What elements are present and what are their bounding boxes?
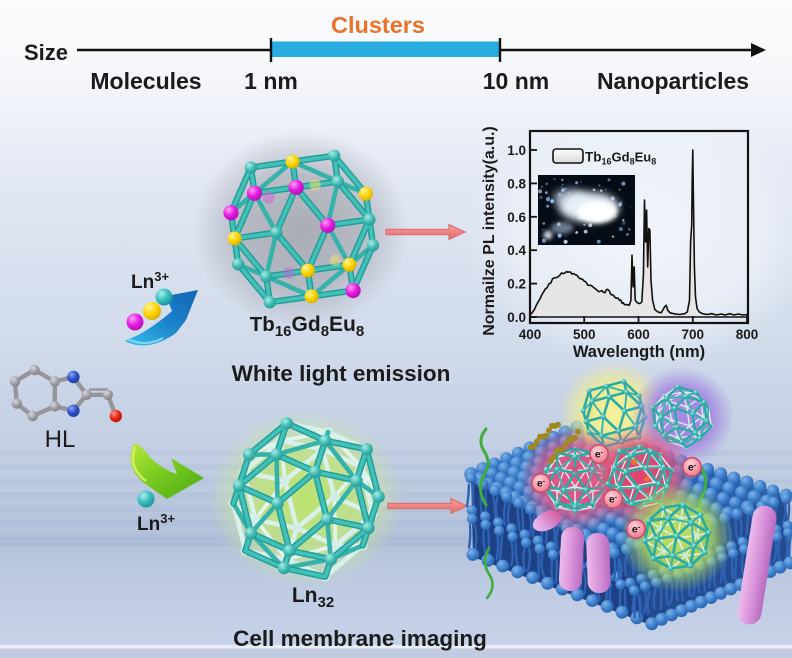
svg-text:e-: e- bbox=[609, 494, 618, 506]
svg-text:Ln32: Ln32 bbox=[292, 584, 334, 611]
svg-text:1.0: 1.0 bbox=[507, 143, 526, 158]
svg-text:0.4: 0.4 bbox=[507, 243, 526, 258]
svg-text:700: 700 bbox=[681, 327, 704, 342]
svg-text:Clusters: Clusters bbox=[331, 12, 425, 38]
svg-text:Cell membrane imaging: Cell membrane imaging bbox=[233, 626, 487, 651]
svg-text:e-: e- bbox=[632, 524, 641, 536]
svg-text:10 nm: 10 nm bbox=[483, 68, 549, 94]
svg-text:Ln3+: Ln3+ bbox=[137, 511, 175, 535]
svg-text:Tb16Gd8Eu8: Tb16Gd8Eu8 bbox=[250, 313, 364, 340]
svg-text:e-: e- bbox=[688, 462, 697, 474]
svg-text:White light emission: White light emission bbox=[232, 361, 451, 386]
svg-text:Nanoparticles: Nanoparticles bbox=[597, 68, 749, 94]
svg-text:Wavelength (nm): Wavelength (nm) bbox=[573, 343, 705, 361]
svg-text:0.2: 0.2 bbox=[507, 277, 526, 292]
svg-text:500: 500 bbox=[573, 327, 596, 342]
svg-text:e-: e- bbox=[537, 478, 546, 490]
svg-text:1 nm: 1 nm bbox=[244, 68, 298, 94]
svg-text:0.0: 0.0 bbox=[507, 310, 526, 325]
svg-text:0.6: 0.6 bbox=[507, 210, 526, 225]
svg-text:HL: HL bbox=[45, 426, 76, 453]
svg-text:600: 600 bbox=[627, 327, 650, 342]
svg-text:0.8: 0.8 bbox=[507, 176, 526, 191]
svg-text:e-: e- bbox=[595, 449, 604, 461]
svg-text:800: 800 bbox=[736, 327, 759, 342]
svg-text:Normailze PL intensity(a.u.): Normailze PL intensity(a.u.) bbox=[481, 126, 498, 336]
svg-text:400: 400 bbox=[519, 327, 542, 342]
svg-text:Molecules: Molecules bbox=[90, 68, 201, 94]
svg-text:Tb16Gd8Eu8: Tb16Gd8Eu8 bbox=[585, 150, 656, 167]
svg-text:Size: Size bbox=[24, 40, 68, 65]
